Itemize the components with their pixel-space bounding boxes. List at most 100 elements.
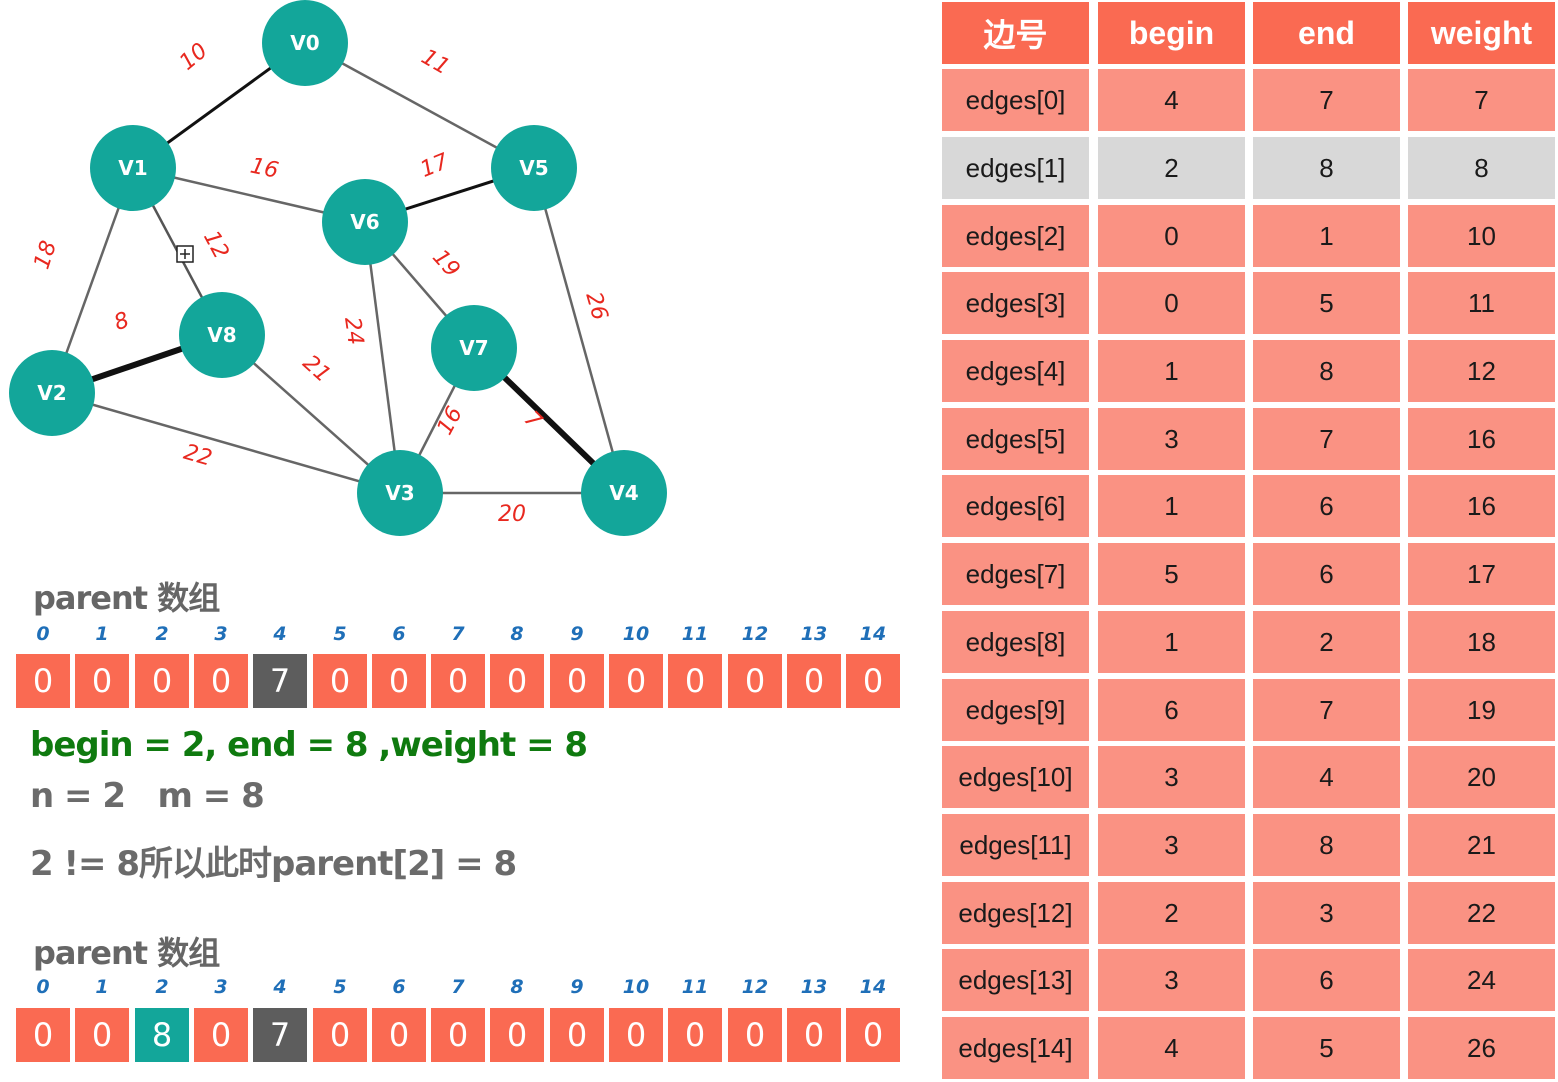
node-v5: V5 <box>491 125 577 211</box>
parent-cell-6: 0 <box>372 1008 426 1062</box>
array-index-label: 0 <box>36 623 50 645</box>
table-cell: 3 <box>1253 882 1400 944</box>
parent-cell-9: 0 <box>550 1008 604 1062</box>
table-cell: 7 <box>1253 408 1400 470</box>
edge-label: 10 <box>175 38 213 75</box>
table-cell: 3 <box>1098 408 1245 470</box>
array-index-label: 2 <box>155 623 169 645</box>
table-cell: edges[6] <box>942 475 1089 537</box>
array-index-label: 6 <box>392 623 406 645</box>
array-index-label: 6 <box>392 976 406 998</box>
parent-cell-11: 0 <box>668 1008 722 1062</box>
table-cell: edges[10] <box>942 746 1089 808</box>
table-cell: 4 <box>1253 746 1400 808</box>
edge-labels: 10 11 16 17 18 12 8 24 19 26 21 7 16 22 … <box>30 38 613 527</box>
node-v7: V7 <box>431 305 517 391</box>
parent-cell-14: 0 <box>846 654 900 708</box>
parent-cell-4: 7 <box>253 654 307 708</box>
node-label: V0 <box>290 31 319 55</box>
parent-cell-0: 0 <box>16 1008 70 1062</box>
table-cell: 6 <box>1253 949 1400 1011</box>
table-cell: 2 <box>1253 611 1400 673</box>
edge-v5-v4 <box>532 167 626 494</box>
table-cell: edges[1] <box>942 137 1089 199</box>
array-index-label: 1 <box>95 623 109 645</box>
array-index-label: 13 <box>800 976 828 998</box>
array-index-label: 11 <box>681 623 709 645</box>
parent-cell-2: 8 <box>135 1008 189 1062</box>
table-cell: 6 <box>1253 543 1400 605</box>
parent-cell-1: 0 <box>75 1008 129 1062</box>
parent-cell-12: 0 <box>728 1008 782 1062</box>
parent-array-title-after: parent 数组 <box>33 934 220 972</box>
table-cell: weight <box>1408 2 1555 64</box>
edge-v2-v3 <box>51 391 401 495</box>
node-label: V6 <box>350 210 379 234</box>
node-v1: V1 <box>90 125 176 211</box>
table-cell: begin <box>1098 2 1245 64</box>
parent-cell-5: 0 <box>313 1008 367 1062</box>
table-cell: edges[14] <box>942 1017 1089 1079</box>
array-index-label: 5 <box>333 976 347 998</box>
table-cell: 1 <box>1253 205 1400 267</box>
table-cell: 7 <box>1253 69 1400 131</box>
edge-label: 24 <box>339 315 368 346</box>
table-cell: edges[4] <box>942 340 1089 402</box>
table-cell: 5 <box>1253 272 1400 334</box>
parent-cell-6: 0 <box>372 654 426 708</box>
step-result-line: 2 != 8所以此时parent[2] = 8 <box>30 844 517 884</box>
table-cell: 26 <box>1408 1017 1555 1079</box>
table-cell: edges[3] <box>942 272 1089 334</box>
table-cell: 4 <box>1098 69 1245 131</box>
edge-label: 16 <box>433 403 468 439</box>
array-index-label: 8 <box>510 623 524 645</box>
table-cell: 11 <box>1408 272 1555 334</box>
table-cell: edges[8] <box>942 611 1089 673</box>
edge-v6-v3 <box>363 221 402 494</box>
table-cell: edges[13] <box>942 949 1089 1011</box>
table-cell: 0 <box>1098 272 1245 334</box>
node-label: V1 <box>118 156 147 180</box>
edge-label: 26 <box>580 289 612 323</box>
table-cell: 21 <box>1408 814 1555 876</box>
table-cell: 3 <box>1098 949 1245 1011</box>
node-label: V5 <box>519 156 548 180</box>
table-cell: 19 <box>1408 679 1555 741</box>
table-cell: edges[2] <box>942 205 1089 267</box>
node-v2: V2 <box>9 350 95 436</box>
edge-label: 19 <box>427 245 464 283</box>
parent-cell-13: 0 <box>787 654 841 708</box>
table-cell: edges[11] <box>942 814 1089 876</box>
table-cell: edges[12] <box>942 882 1089 944</box>
edge-label: 8 <box>111 308 133 336</box>
table-cell: 16 <box>1408 408 1555 470</box>
parent-cell-12: 0 <box>728 654 782 708</box>
array-index-label: 0 <box>36 976 50 998</box>
node-v4: V4 <box>581 450 667 536</box>
table-cell: edges[7] <box>942 543 1089 605</box>
edge-label: 21 <box>298 351 336 388</box>
table-cell: 10 <box>1408 205 1555 267</box>
step-nm-line: n = 2 m = 8 <box>30 776 265 816</box>
parent-cell-11: 0 <box>668 654 722 708</box>
expand-icon <box>176 245 194 263</box>
table-cell: 3 <box>1098 814 1245 876</box>
parent-cell-14: 0 <box>846 1008 900 1062</box>
parent-cell-8: 0 <box>490 654 544 708</box>
edge-label: 12 <box>198 227 233 263</box>
table-cell: 12 <box>1408 340 1555 402</box>
table-cell: 6 <box>1253 475 1400 537</box>
table-cell: 0 <box>1098 205 1245 267</box>
